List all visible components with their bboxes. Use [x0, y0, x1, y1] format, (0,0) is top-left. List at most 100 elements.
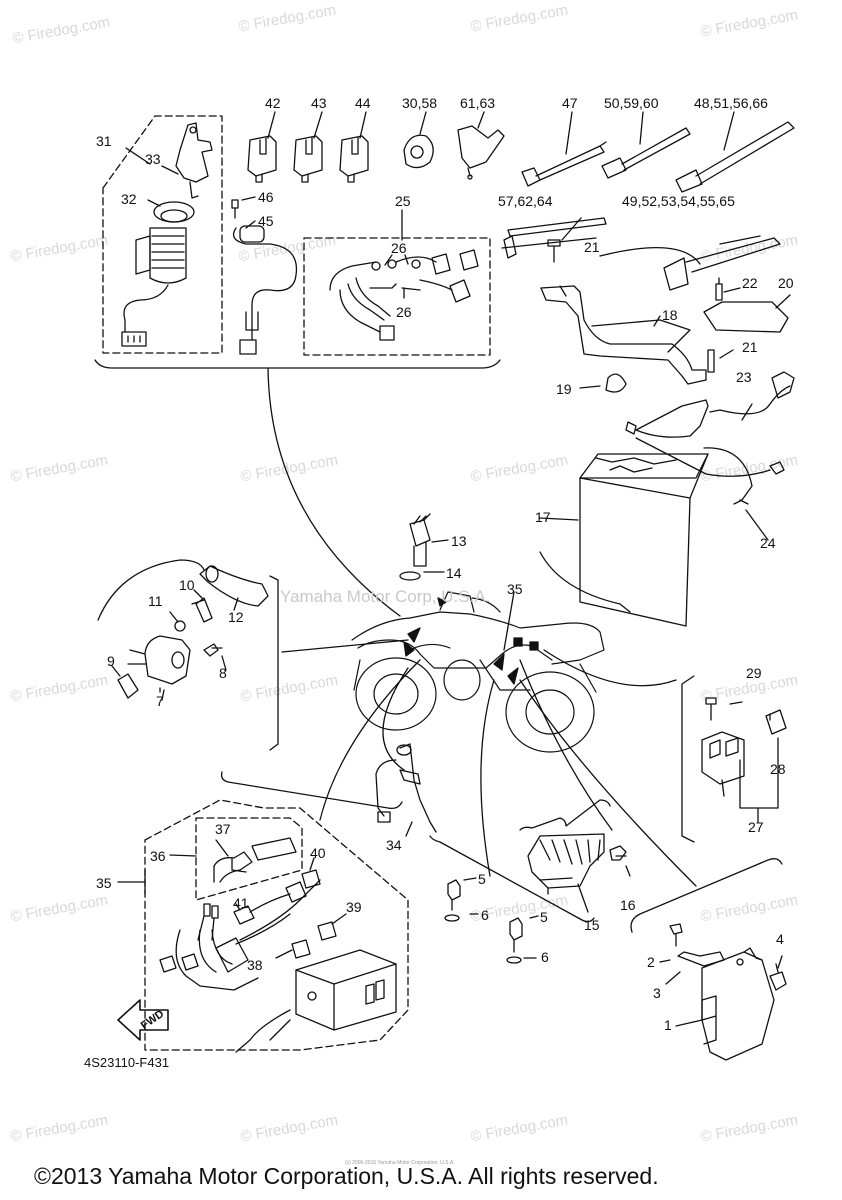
callout-46: 46	[258, 189, 274, 205]
callout-26: 26	[396, 304, 412, 320]
group-box-36	[195, 817, 303, 901]
callout-19: 19	[556, 381, 572, 397]
group-box-35	[144, 799, 409, 1051]
callout-39: 39	[346, 899, 362, 915]
group-bracket-cdi	[630, 858, 783, 933]
callout-3: 3	[653, 985, 661, 1001]
spacer-9	[117, 673, 139, 699]
callout-49-52-53-54-55-65: 49,52,53,54,55,65	[622, 193, 735, 209]
group-bracket-top	[94, 359, 501, 369]
callout-5: 5	[478, 871, 486, 887]
group-bracket-15	[429, 835, 595, 923]
connector-40	[301, 869, 321, 889]
cable-tie-47	[521, 145, 605, 187]
callout-61-63: 61,63	[460, 95, 496, 111]
callout-16: 16	[620, 897, 636, 913]
main-fuse-block	[295, 949, 397, 1031]
callout-9: 9	[107, 653, 115, 669]
callout-25: 25	[395, 193, 411, 209]
callout-47: 47	[562, 95, 578, 111]
bolt-29	[705, 697, 717, 721]
callout-6: 6	[481, 907, 489, 923]
ignition-switch-body	[149, 227, 187, 284]
callout-21: 21	[584, 239, 600, 255]
battery	[579, 453, 709, 627]
connector-42	[247, 135, 277, 183]
callout-10: 10	[179, 577, 195, 593]
callout-31: 31	[96, 133, 112, 149]
callout-34: 34	[386, 837, 402, 853]
callout-23: 23	[736, 369, 752, 385]
connector-44	[339, 135, 369, 183]
diagram-code: 4S23110-F431	[84, 1055, 170, 1070]
callout-21: 21	[742, 339, 758, 355]
bracket-3	[677, 951, 725, 967]
callout-36: 36	[150, 848, 166, 864]
callout-35: 35	[507, 581, 523, 597]
callout-1: 1	[664, 1017, 672, 1033]
connector-4	[769, 963, 787, 991]
group-box-25	[303, 237, 491, 356]
connector-38	[291, 939, 311, 959]
atv-illustration	[351, 591, 605, 753]
callout-17: 17	[535, 509, 551, 525]
ignition-coil-7	[144, 635, 191, 685]
callout-7: 7	[156, 693, 164, 709]
battery-bracket	[540, 285, 707, 385]
leader-curve	[267, 367, 401, 617]
bolt-2	[669, 923, 683, 947]
rectifier-15	[527, 833, 605, 889]
callout-15: 15	[584, 917, 600, 933]
washer-14	[399, 571, 421, 581]
positive-lead-23	[635, 399, 709, 438]
callout-24: 24	[760, 535, 776, 551]
cable-tie-57	[501, 217, 607, 249]
callout-33: 33	[145, 151, 161, 167]
mid-watermark: Yamaha Motor Corp, U.S.A.	[280, 587, 491, 606]
fuse-37	[251, 837, 297, 861]
callout-40: 40	[310, 845, 326, 861]
battery-pad-19	[605, 373, 627, 393]
callout-29: 29	[746, 665, 762, 681]
callout-5: 5	[540, 909, 548, 925]
fwd-arrow	[117, 999, 169, 1041]
callout-12: 12	[228, 609, 244, 625]
callout-37: 37	[215, 821, 231, 837]
callout-4: 4	[776, 931, 784, 947]
fuse-28	[765, 709, 787, 735]
callout-35: 35	[96, 875, 112, 891]
spark-plug-cap-12	[199, 565, 269, 607]
connector-43	[293, 135, 323, 183]
group-bracket-lower	[220, 771, 403, 810]
callout-6: 6	[541, 949, 549, 965]
speed-sensor-34	[399, 743, 437, 833]
washer-6b	[506, 956, 522, 964]
callout-26: 26	[391, 240, 407, 256]
callout-44: 44	[355, 95, 371, 111]
callout-13: 13	[451, 533, 467, 549]
connector-39	[317, 921, 337, 941]
cable-tie-50	[601, 127, 691, 179]
callout-20: 20	[778, 275, 794, 291]
callout-41: 41	[233, 895, 249, 911]
callout-42: 42	[265, 95, 281, 111]
callout-32: 32	[121, 191, 137, 207]
atv-front-wheel	[355, 657, 437, 731]
cdi-unit-1	[701, 951, 775, 1061]
tiny-copyright-note: (c) 2005-2015 Yamaha Motor Corporation, …	[345, 1160, 455, 1166]
callout-43: 43	[311, 95, 327, 111]
callout-38: 38	[247, 957, 263, 973]
callout-14: 14	[446, 565, 462, 581]
cable-tie-48	[675, 121, 795, 193]
callout-27: 27	[748, 819, 764, 835]
clip-30-58	[403, 134, 434, 169]
bolt-5b	[509, 917, 523, 953]
starter-relay	[701, 731, 745, 785]
callout-50-59-60: 50,59,60	[604, 95, 659, 111]
callout-45: 45	[258, 213, 274, 229]
connector-41	[233, 905, 255, 925]
ignition-key	[175, 122, 213, 183]
bolt-5	[447, 879, 461, 911]
callout-2: 2	[647, 954, 655, 970]
callout-18: 18	[662, 307, 678, 323]
